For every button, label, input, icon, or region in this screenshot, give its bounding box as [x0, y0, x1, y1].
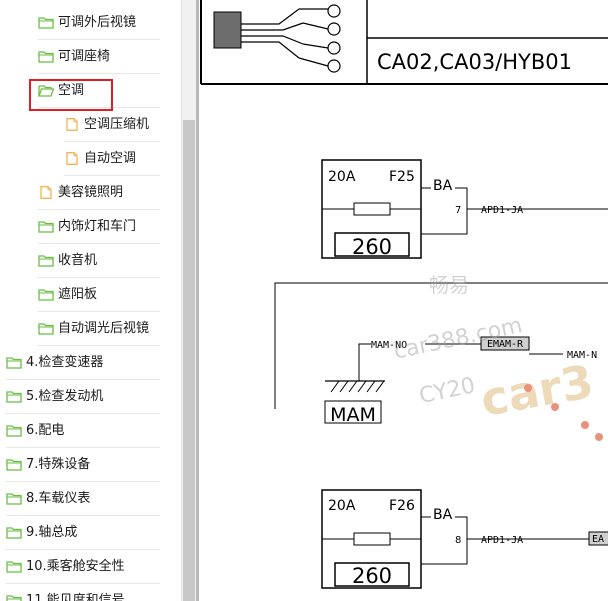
tree-item-interior-lights-doors[interactable]: 内饰灯和车门: [38, 210, 160, 244]
tree-item-label: 11.能见度和信号: [26, 592, 125, 601]
document-icon: [66, 152, 78, 165]
fuse-number: 260: [352, 564, 392, 588]
watermark-text: CY20: [417, 373, 477, 409]
folder-open-icon: [38, 85, 54, 97]
tree-item-label: 自动调光后视镜: [58, 320, 150, 336]
tree-scrollbar[interactable]: [181, 0, 196, 601]
connector-symbol: [213, 4, 341, 73]
tree-item-label: 空调压缩机: [84, 116, 150, 132]
tree-item-special-equipment[interactable]: 7.特殊设备: [6, 448, 160, 482]
document-icon: [66, 118, 78, 131]
folder-icon: [38, 289, 54, 301]
tree-item-check-engine[interactable]: 5.检查发动机: [6, 380, 160, 414]
tree-item-instruments[interactable]: 8.车载仪表: [6, 482, 160, 516]
folder-icon: [6, 493, 22, 505]
folder-icon: [6, 561, 22, 573]
tree-item-vanity-mirror-light[interactable]: 美容镜照明: [38, 176, 160, 210]
wire-number: 7: [455, 205, 461, 216]
wire-number: 8: [455, 535, 461, 546]
tree-item-check-transmission[interactable]: 4.检查变速器: [6, 346, 160, 380]
fuse-id-label: F26: [389, 498, 415, 514]
wire-label: MAM-NO: [371, 340, 407, 351]
folder-icon: [6, 459, 22, 471]
tree-item-label: 6.配电: [26, 422, 65, 438]
folder-icon: [6, 391, 22, 403]
watermark-logo-text: car3: [477, 354, 598, 427]
tree-item-label: 5.检查发动机: [26, 388, 104, 404]
fuse-f26: 20A F26 260 BA 8 APD1-JA EA: [321, 489, 608, 589]
folder-icon: [38, 255, 54, 267]
tree-item-label: 可调座椅: [58, 48, 111, 64]
tree-item-power-distribution[interactable]: 6.配电: [6, 414, 160, 448]
panel-splitter[interactable]: [196, 0, 199, 601]
tree-item-ac-compressor[interactable]: 空调压缩机: [64, 108, 160, 142]
watermark-logo: car3: [477, 354, 603, 441]
folder-icon: [6, 357, 22, 369]
component-frame: [274, 282, 608, 409]
tree-item-label: 8.车载仪表: [26, 490, 91, 506]
tree-item-label: 收音机: [58, 252, 98, 268]
wiring-diagram-viewer: CA02,CA03/HYB01 20A F25 260 BA 7 APD1-JA…: [199, 0, 608, 601]
folder-icon: [38, 221, 54, 233]
wire-label: APD1-JA: [481, 205, 523, 216]
tree-item-label: 9.轴总成: [26, 524, 78, 540]
wiring-diagram: CA02,CA03/HYB01 20A F25 260 BA 7 APD1-JA…: [200, 0, 608, 589]
tree-item-label: 内饰灯和车门: [58, 218, 137, 234]
watermark-text: car388.com: [392, 313, 525, 365]
tree-item-axle-assembly[interactable]: 9.轴总成: [6, 516, 160, 550]
diagram-header-frame: [200, 0, 608, 85]
folder-icon: [38, 17, 54, 29]
tree-item-label: 遮阳板: [58, 286, 98, 302]
document-icon: [40, 186, 52, 199]
wire-label: APD1-JA: [481, 535, 523, 546]
fuse-amp-label: 20A: [328, 498, 356, 514]
folder-icon: [6, 595, 22, 601]
pin-label: BA: [433, 178, 453, 194]
tree-item-label: 美容镜照明: [58, 184, 124, 200]
tree-item-label: 可调外后视镜: [58, 14, 137, 30]
watermark-text: 畅易: [429, 273, 469, 297]
fuse-f25: 20A F25 260 BA 7 APD1-JA: [321, 159, 608, 259]
folder-icon: [6, 425, 22, 437]
tree-item-passenger-safety[interactable]: 10.乘客舱安全性: [6, 550, 160, 584]
wire-label: MAM-N: [567, 350, 597, 361]
tree-item-adjustable-mirror[interactable]: 可调外后视镜: [38, 6, 160, 40]
connector-label: EA: [592, 534, 604, 545]
fuse-amp-label: 20A: [328, 169, 356, 185]
tree-item-radio[interactable]: 收音机: [38, 244, 160, 278]
navigation-tree: 可调外后视镜 可调座椅 空调 空调压缩机 自动空调 美容镜照明 内饰灯和车门 收…: [0, 0, 181, 601]
folder-icon: [38, 51, 54, 63]
mam-ground-section: MAM-NO EMAM-R MAM-N MAM: [324, 336, 597, 426]
tree-item-air-conditioning[interactable]: 空调: [38, 74, 160, 108]
tree-item-visibility-signals[interactable]: 11.能见度和信号: [6, 584, 160, 601]
scrollbar-thumb[interactable]: [183, 120, 195, 601]
tree-item-label: 7.特殊设备: [26, 456, 91, 472]
fuse-id-label: F25: [389, 169, 415, 185]
connector-label: EMAM-R: [487, 339, 524, 350]
tree-item-adjustable-seat[interactable]: 可调座椅: [38, 40, 160, 74]
folder-icon: [38, 323, 54, 335]
tree-item-label: 空调: [58, 82, 85, 98]
tree-item-auto-ac[interactable]: 自动空调: [64, 142, 160, 176]
tree-item-label: 4.检查变速器: [26, 354, 104, 370]
diagram-header-code: CA02,CA03/HYB01: [377, 50, 572, 74]
tree-item-sun-visor[interactable]: 遮阳板: [38, 278, 160, 312]
folder-icon: [6, 527, 22, 539]
component-label: MAM: [330, 404, 376, 426]
pin-label: BA: [433, 507, 453, 523]
tree-item-label: 10.乘客舱安全性: [26, 558, 125, 574]
tree-item-label: 自动空调: [84, 150, 137, 166]
fuse-number: 260: [352, 235, 392, 259]
tree-item-auto-dimming-mirror[interactable]: 自动调光后视镜: [38, 312, 160, 346]
